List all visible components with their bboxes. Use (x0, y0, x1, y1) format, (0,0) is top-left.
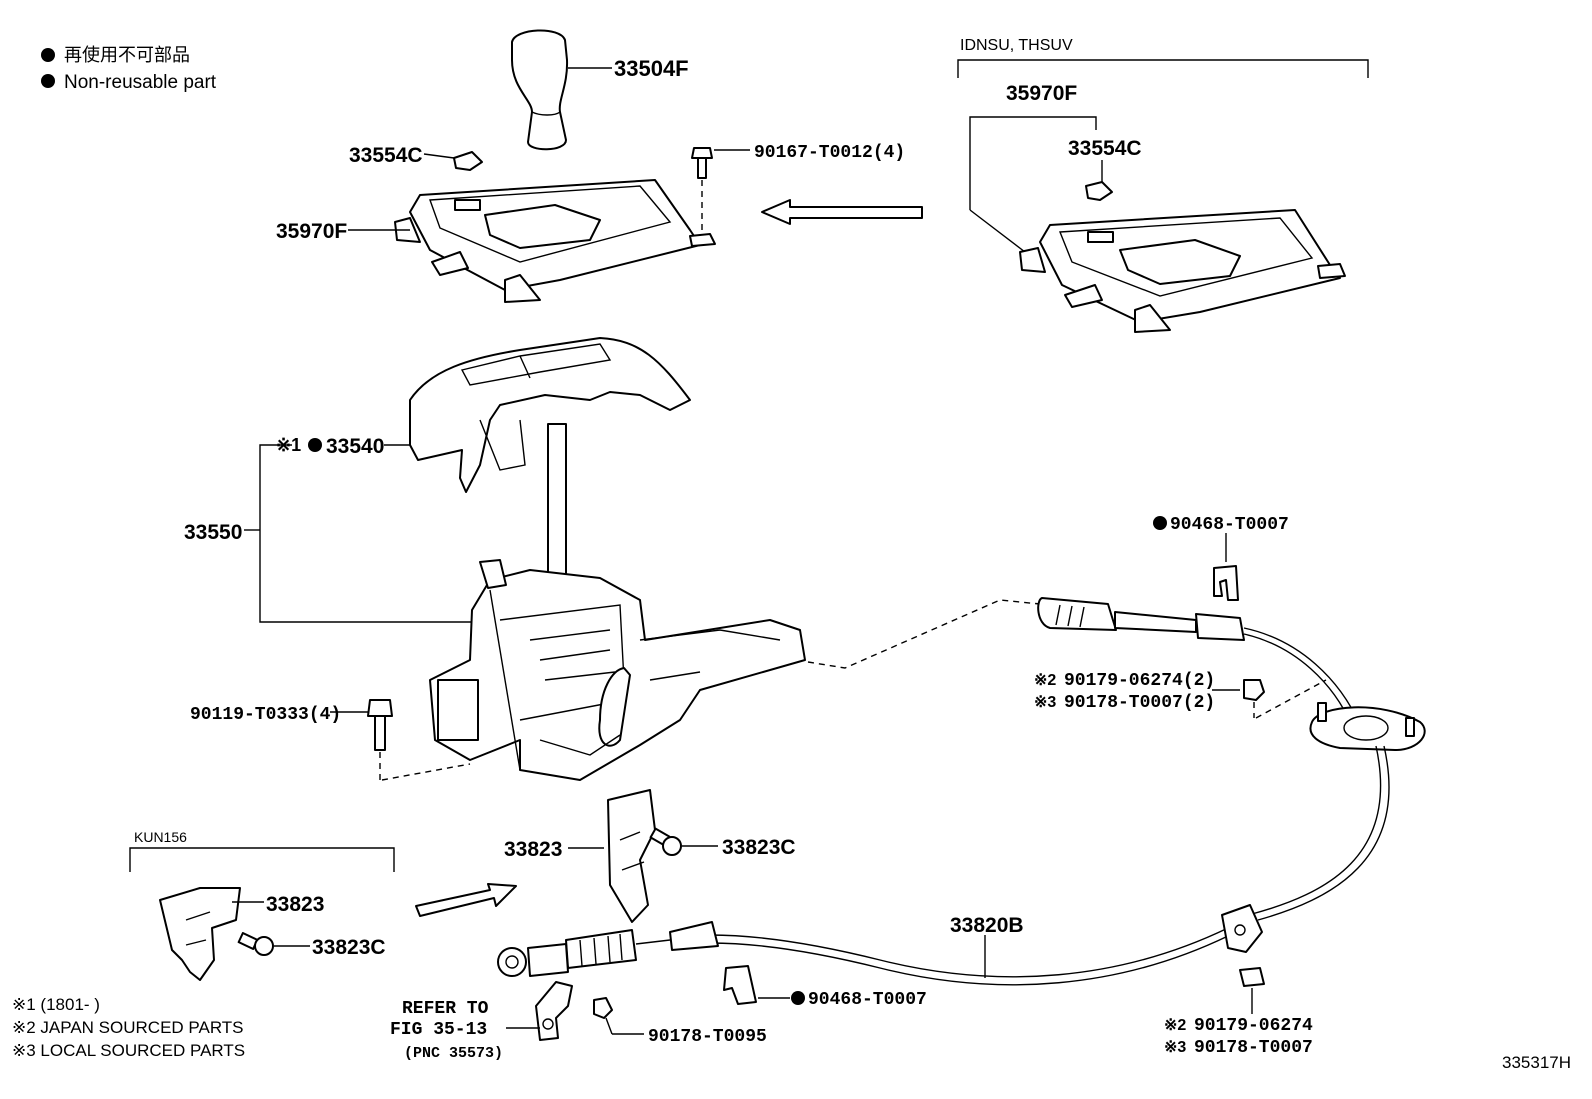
left-bolt: 90119-T0333(4) (190, 699, 471, 781)
label-cap-left: 33554C (349, 144, 423, 167)
label-bracket-center: 33823 (504, 838, 562, 861)
refer-bracket: REFER TO FIG 35-13 (PNC 35573) (390, 981, 573, 1062)
cable-33820b: 33820B (709, 904, 1263, 986)
shift-lever-assembly: 33550 (184, 444, 806, 781)
note-1: ※1 (1801- ) (12, 995, 100, 1014)
label-shift-assy: 33550 (184, 521, 242, 544)
cable-link (807, 599, 1041, 669)
legend-jp: 再使用不可部品 (64, 45, 190, 65)
label-bezel-left: 35970F (276, 220, 347, 243)
label-clip-upper: 90468-T0007 (1170, 515, 1289, 535)
label-bolt-center: 33823C (722, 836, 796, 859)
bracket-center: 33823 (504, 789, 656, 923)
legend-en: Non-reusable part (64, 72, 217, 93)
variant-group: IDNSU, THSUV (957, 37, 1369, 78)
legend: 再使用不可部品 Non-reusable part (41, 45, 217, 93)
clip-upper: 90468-T0007 (1153, 515, 1289, 601)
note-2: ※2 JAPAN SOURCED PARTS (12, 1018, 244, 1037)
label-cap-right: 33554C (1068, 137, 1142, 160)
cable-end-lower (497, 921, 719, 977)
kun-group: KUN156 33823 33823C (129, 829, 395, 981)
label-bezel-right: 35970F (1006, 82, 1077, 105)
shift-rod (547, 423, 567, 595)
shift-knob: 33504F (511, 29, 689, 151)
refer-line2: FIG 35-13 (390, 1020, 487, 1040)
label-bolt-left: 90119-T0333(4) (190, 705, 341, 725)
kun-label: KUN156 (134, 829, 187, 845)
cover-33540: ※1 33540 (276, 337, 691, 493)
non-reusable-dot-icon (41, 74, 55, 88)
bezel-left: 33554C 35970F (276, 144, 716, 303)
label-nut-mid-local: 90178-T0007(2) (1064, 693, 1215, 713)
footnotes: ※1 (1801- ) ※2 JAPAN SOURCED PARTS ※3 LO… (12, 995, 245, 1060)
non-reusable-dot-icon (1153, 516, 1167, 530)
non-reusable-dot-icon (41, 48, 55, 62)
non-reusable-dot-icon (791, 991, 805, 1005)
label-bolt-top: 90167-T0012(4) (754, 143, 905, 163)
figure-id: 335317H (1502, 1053, 1571, 1072)
top-bolt: 90167-T0012(4) (691, 143, 905, 230)
cable-bracket-plate (1251, 702, 1426, 921)
bolt-center: 33823C (649, 827, 796, 859)
label-bracket-left: 33823 (266, 893, 324, 916)
arrow-up-right-icon (415, 883, 517, 917)
non-reusable-dot-icon (308, 438, 322, 452)
note-3: ※3 LOCAL SOURCED PARTS (12, 1041, 245, 1060)
label-nut-mid-jp: 90179-06274(2) (1064, 671, 1215, 691)
nut-bottom-right: ※2 90179-06274 ※3 90178-T0007 (1164, 967, 1313, 1058)
label-nut-lower: 90178-T0095 (648, 1027, 767, 1047)
nut-lower: 90178-T0095 (593, 997, 767, 1047)
variant-bracket (957, 59, 1369, 78)
nut-mid: ※2 90179-06274(2) ※3 90178-T0007(2) (1034, 671, 1327, 719)
mark-nut-br-local: ※3 (1164, 1039, 1186, 1056)
label-nut-br-jp: 90179-06274 (1194, 1016, 1313, 1036)
refer-line1: REFER TO (402, 999, 489, 1019)
label-cable: 33820B (950, 914, 1024, 937)
label-clip-lower: 90468-T0007 (808, 990, 927, 1010)
bezel-right: 35970F 33554C (969, 82, 1346, 333)
clip-lower: 90468-T0007 (723, 965, 927, 1010)
mark-nut-br-jp: ※2 (1164, 1017, 1186, 1034)
mark-nut-mid-local: ※3 (1034, 694, 1056, 711)
label-knob: 33504F (614, 56, 689, 81)
label-nut-br-local: 90178-T0007 (1194, 1038, 1313, 1058)
refer-line3: (PNC 35573) (404, 1045, 503, 1062)
variant-label: IDNSU, THSUV (960, 37, 1073, 54)
mark-nut-mid-jp: ※2 (1034, 672, 1056, 689)
label-cover: 33540 (326, 435, 384, 458)
arrow-left-icon (761, 199, 923, 225)
label-bolt-left-small: 33823C (312, 936, 386, 959)
